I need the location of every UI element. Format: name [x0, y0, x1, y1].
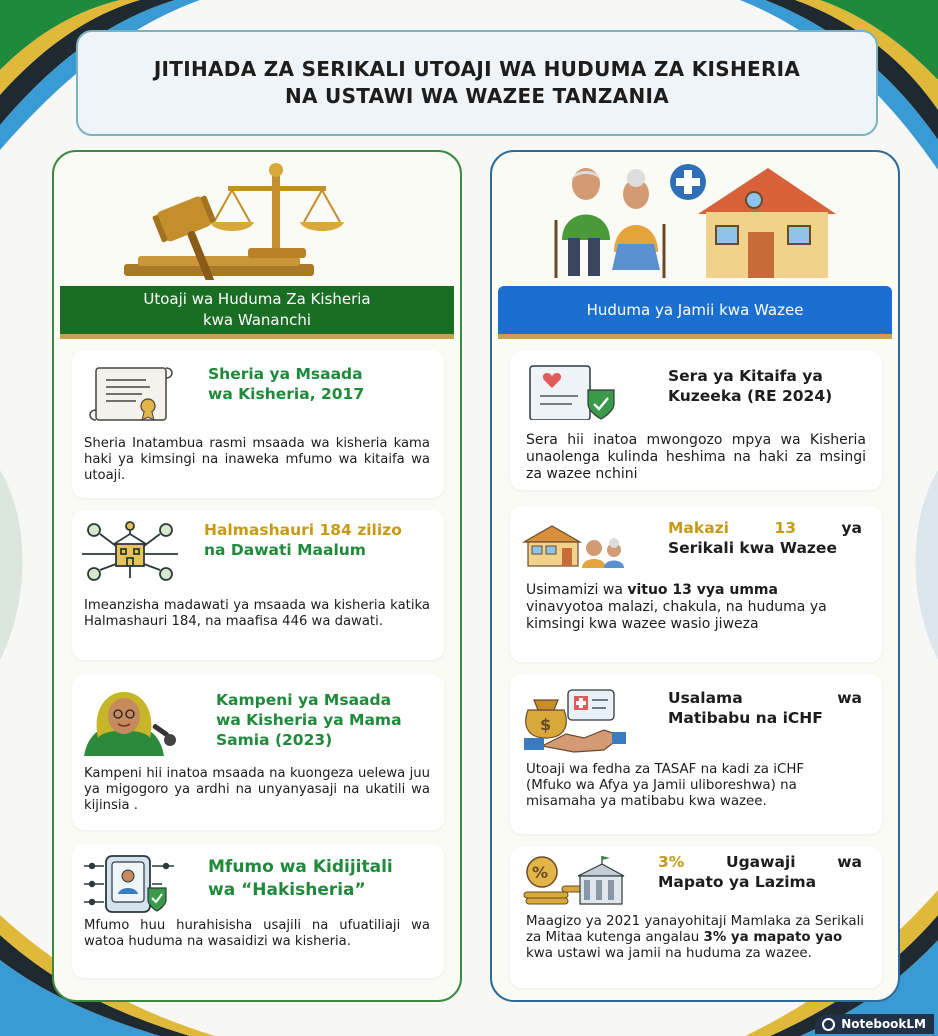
government-homes-text-post: vinavyotoa malazi, chakula, na huduma ya…: [526, 599, 827, 632]
revenue-allocation-text-bold: 3% ya mapato yao: [703, 930, 843, 945]
government-homes-title-line2: Serikali kwa Wazee: [668, 539, 837, 557]
legal-banner-line1: Utoaji wa Huduma Za Kisheria: [143, 290, 371, 308]
revenue-allocation-text-pre: Maagizo ya 2021 yanayohitaji Mamlaka za …: [526, 914, 865, 945]
medical-security-text: Utoaji wa fedha za TASAF na kadi za iCHF…: [526, 762, 805, 809]
mama-samia-title-line1: Kampeni ya Msaada: [216, 691, 392, 709]
government-homes-text: Usimamizi wa vituo 13 vya umma vinavyoto…: [526, 582, 846, 633]
legal-aid-act-title-line1: Sheria ya Msaada: [208, 365, 363, 383]
hakisheria-title-line2: wa “Hakisheria”: [208, 880, 366, 900]
revenue-allocation-title-word2: wa: [837, 853, 862, 871]
legal-aid-act-text: Sheria Inatambua rasmi msaada wa kisheri…: [84, 436, 430, 483]
revenue-allocation-title-line1: 3% Ugawaji wa: [658, 852, 862, 872]
money-card-handshake-icon: $: [524, 689, 626, 753]
elderly-couple-home-icon: [554, 164, 836, 278]
notebooklm-badge: NotebookLM: [815, 1014, 934, 1034]
government-homes-text-bold: vituo 13 vya umma: [627, 582, 778, 598]
district-desks-title-line2: na Dawati Maalum: [204, 541, 366, 559]
revenue-allocation-text-post: kwa ustawi wa jamii na huduma za wazee.: [526, 946, 812, 961]
care-home-icon: [522, 525, 624, 568]
page-title-line2: NA USTAWI WA WAZEE TANZANIA: [284, 84, 670, 108]
mama-samia-campaign-title: Kampeni ya Msaada wa Kisheria ya Mama Sa…: [216, 690, 434, 750]
government-homes-text-pre: Usimamizi wa: [526, 582, 628, 598]
government-homes-title-line1: Makazi 13 ya: [668, 518, 862, 538]
page-title-box: JITIHADA ZA SERIKALI UTOAJI WA HUDUMA ZA…: [76, 30, 878, 136]
policy-heart-document-icon: [529, 365, 615, 420]
coins-percent-building-icon: %: [523, 856, 625, 905]
ageing-policy-title-line2: Kuzeeka (RE 2024): [668, 387, 833, 405]
revenue-allocation-card: [510, 846, 882, 988]
hakisheria-title-line1: Mfumo wa Kidijitali: [208, 857, 393, 877]
government-homes-title-number: 13: [774, 519, 796, 537]
legal-services-banner: Utoaji wa Huduma Za Kisheria kwa Wananch…: [60, 286, 454, 339]
elderly-services-banner: Huduma ya Jamii kwa Wazee: [498, 286, 892, 339]
notebooklm-logo-icon: [822, 1018, 836, 1031]
hakisheria-system-text: Mfumo huu hurahisisha usajili na ufuatil…: [84, 918, 430, 949]
medical-security-title-line1: Usalama wa: [668, 688, 862, 708]
medical-security-title-word1: Usalama: [668, 689, 743, 707]
medical-security-title: Usalama wa Matibabu na iCHF: [668, 688, 862, 728]
legal-document-icon: [89, 367, 173, 421]
mama-samia-title-line2: wa Kisheria ya Mama: [216, 711, 402, 729]
ageing-policy-text: Sera hii inatoa mwongozo mpya wa Kisheri…: [526, 432, 866, 482]
district-desks-title: Halmashauri 184 zilizo na Dawati Maalum: [204, 520, 434, 560]
government-homes-title-word2: ya: [841, 519, 862, 537]
district-network-icon: [82, 521, 178, 581]
elderly-services-panel: Huduma ya Jamii kwa Wazee Sera ya Kitaif…: [490, 150, 900, 1002]
government-homes-card: [510, 506, 882, 662]
woman-with-microphone-icon: [84, 692, 176, 756]
page-title: JITIHADA ZA SERIKALI UTOAJI WA HUDUMA ZA…: [154, 56, 800, 110]
legal-banner-line2: kwa Wananchi: [202, 311, 312, 329]
digital-system-icon: [84, 855, 174, 913]
legal-services-panel: Utoaji wa Huduma Za Kisheria kwa Wananch…: [52, 150, 462, 1002]
notebooklm-label: NotebookLM: [841, 1017, 926, 1031]
page-title-line1: JITIHADA ZA SERIKALI UTOAJI WA HUDUMA ZA…: [153, 57, 801, 81]
district-desks-title-line1: Halmashauri 184 zilizo: [204, 521, 402, 539]
ageing-policy-title: Sera ya Kitaifa ya Kuzeeka (RE 2024): [668, 366, 858, 406]
mama-samia-campaign-text: Kampeni hii inatoa msaada na kuongeza ue…: [84, 766, 430, 813]
government-homes-title-word1: Makazi: [668, 519, 729, 537]
revenue-allocation-title-word1: Ugawaji: [726, 853, 796, 871]
ageing-policy-title-line1: Sera ya Kitaifa ya: [668, 367, 823, 385]
svg-text:%: %: [532, 863, 548, 882]
revenue-allocation-title-line2: Mapato ya Lazima: [658, 873, 817, 891]
revenue-allocation-text: Maagizo ya 2021 yanayohitaji Mamlaka za …: [526, 914, 872, 962]
legal-aid-act-title: Sheria ya Msaada wa Kisheria, 2017: [208, 364, 428, 404]
government-homes-title: Makazi 13 ya Serikali kwa Wazee: [668, 518, 862, 558]
revenue-allocation-title-percent: 3%: [658, 853, 685, 871]
revenue-allocation-title: 3% Ugawaji wa Mapato ya Lazima: [658, 852, 862, 892]
medical-security-title-word2: wa: [837, 689, 862, 707]
hakisheria-system-title: Mfumo wa Kidijitali wa “Hakisheria”: [208, 856, 434, 902]
legal-aid-act-title-line2: wa Kisheria, 2017: [208, 385, 365, 403]
svg-text:$: $: [540, 715, 551, 734]
district-desks-text: Imeanzisha madawati ya msaada wa kisheri…: [84, 598, 430, 629]
district-desks-card: [72, 510, 444, 660]
gavel-and-scales-icon: [124, 163, 344, 280]
medical-security-title-line2: Matibabu na iCHF: [668, 709, 823, 727]
mama-samia-title-line3: Samia (2023): [216, 731, 333, 749]
